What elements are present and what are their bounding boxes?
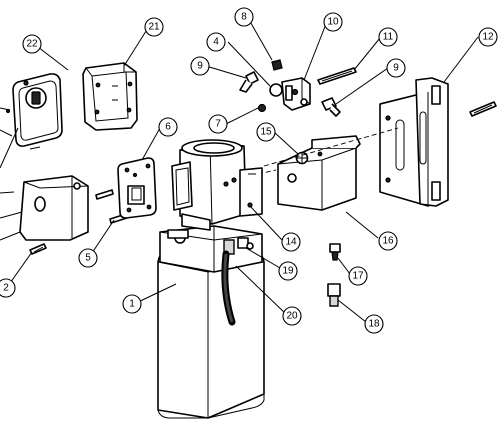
callout-2: 2: [0, 278, 16, 298]
callout-16: 16: [378, 231, 398, 251]
screw-part-2: [29, 243, 47, 255]
callout-11: 11: [378, 27, 398, 47]
bolt-part-11: [317, 67, 357, 85]
switch-frame-part-21: [82, 62, 138, 131]
callout-9-right-label: 9: [393, 63, 399, 74]
callout-7: 7: [208, 114, 228, 134]
callout-18-label: 18: [368, 319, 380, 330]
callout-1-label: 1: [129, 299, 135, 310]
callout-4: 4: [206, 32, 226, 52]
callout-9-right: 9: [386, 58, 406, 78]
callout-6-label: 6: [165, 122, 171, 133]
callout-14-label: 14: [285, 237, 297, 248]
callout-22-label: 22: [26, 39, 38, 50]
callout-20: 20: [282, 306, 302, 326]
switch-cover-part-22: [0, 73, 63, 169]
leader-lines: [7, 17, 479, 323]
callout-6: 6: [158, 117, 178, 137]
washer-part-4: [269, 83, 283, 97]
callout-10: 10: [323, 12, 343, 32]
callout-9-left: 9: [190, 56, 210, 76]
callout-9-left-label: 9: [197, 61, 203, 72]
callout-2-label: 2: [3, 283, 9, 294]
nut-part-8: [271, 59, 283, 71]
callout-12: 12: [478, 27, 498, 47]
fitting-part-9-left: [239, 71, 259, 93]
fitting-part-9-right: [321, 97, 341, 117]
callout-4-label: 4: [213, 37, 219, 48]
callout-11-label: 11: [383, 32, 394, 43]
assembly-line-1: [263, 127, 399, 167]
callout-5-label: 5: [85, 253, 91, 264]
callout-20-label: 20: [286, 311, 298, 322]
motor: [171, 139, 263, 231]
callout-22: 22: [22, 34, 42, 54]
tray-part-16: [277, 135, 361, 211]
callout-21: 21: [144, 17, 164, 37]
callout-18: 18: [364, 314, 384, 334]
callout-8: 8: [234, 7, 254, 27]
plug-part-17: [329, 243, 341, 261]
callout-15: 15: [256, 122, 276, 142]
callout-8-label: 8: [241, 12, 247, 23]
callout-1: 1: [122, 294, 142, 314]
valve-block-part-10: [281, 77, 311, 111]
bracket-part-12: [379, 77, 497, 207]
callout-5: 5: [78, 248, 98, 268]
callout-17-label: 17: [352, 271, 364, 282]
reservoir-tank-part-1: [157, 247, 265, 419]
callout-16-label: 16: [382, 236, 394, 247]
pump-manifold: [159, 225, 263, 273]
callout-14: 14: [281, 232, 301, 252]
callout-7-label: 7: [215, 119, 221, 130]
callout-17: 17: [348, 266, 368, 286]
filter-part-18: [327, 283, 341, 307]
callout-19-label: 19: [282, 266, 294, 277]
callout-19: 19: [278, 261, 298, 281]
callout-10-label: 10: [327, 17, 339, 28]
callout-12-label: 12: [482, 32, 494, 43]
breather-part-15: [295, 151, 309, 165]
terminal-box: [0, 175, 89, 241]
mount-plate-part-6: [117, 157, 157, 219]
callout-21-label: 21: [148, 22, 160, 33]
callout-15-label: 15: [260, 127, 272, 138]
washer-part-7: [257, 103, 267, 113]
